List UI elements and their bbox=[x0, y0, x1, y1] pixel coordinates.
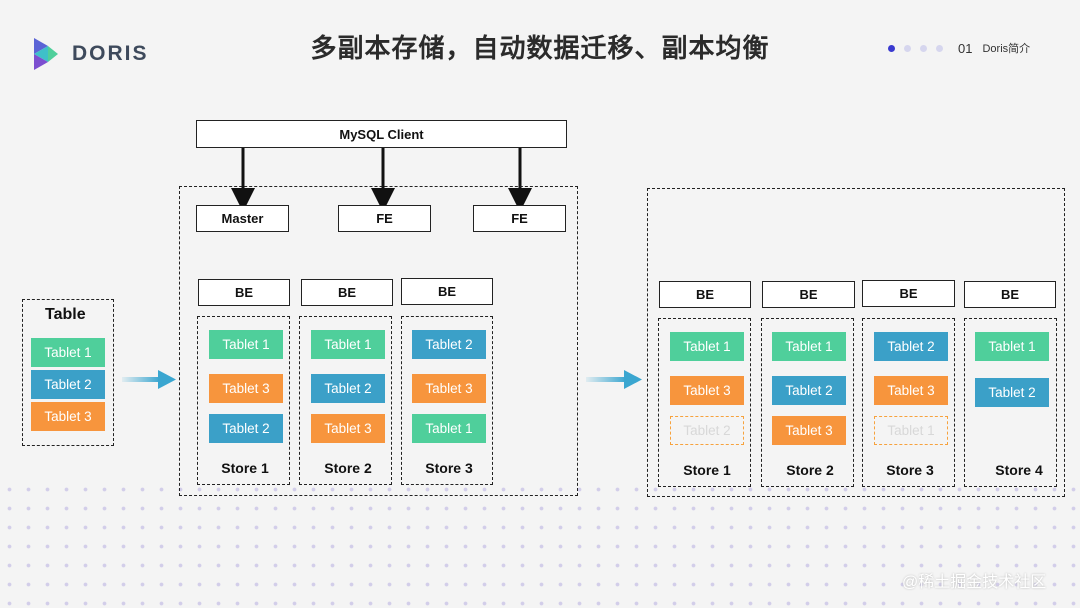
store-label: Store 2 bbox=[786, 462, 834, 478]
page-number: 01 bbox=[958, 40, 973, 56]
migrated-tablet-placeholder: Tablet 2 bbox=[670, 416, 744, 445]
doris-logo-icon bbox=[34, 38, 58, 70]
be-node: BE bbox=[862, 280, 955, 307]
store-tablet: Tablet 2 bbox=[975, 378, 1049, 407]
table-to-cluster-arrow bbox=[122, 370, 176, 389]
pager-dot[interactable] bbox=[888, 44, 895, 52]
store-container bbox=[862, 318, 955, 487]
store-tablet: Tablet 3 bbox=[209, 374, 283, 403]
store-tablet: Tablet 2 bbox=[772, 376, 846, 405]
store-label: Store 4 bbox=[995, 462, 1043, 478]
migrated-tablet-placeholder: Tablet 1 bbox=[874, 416, 948, 445]
store-tablet: Tablet 3 bbox=[670, 376, 744, 405]
cluster-left bbox=[179, 186, 578, 496]
store-label: Store 3 bbox=[425, 460, 473, 476]
table-container bbox=[22, 299, 114, 446]
page-title: 多副本存储，自动数据迁移、副本均衡 bbox=[310, 33, 770, 63]
store-tablet: Tablet 3 bbox=[412, 374, 486, 403]
store-tablet: Tablet 1 bbox=[412, 414, 486, 443]
store-tablet: Tablet 1 bbox=[670, 332, 744, 361]
page-label: Doris简介 bbox=[982, 43, 1031, 55]
store-tablet: Tablet 1 bbox=[311, 330, 385, 359]
store-tablet: Tablet 3 bbox=[874, 376, 948, 405]
be-node: BE bbox=[964, 281, 1056, 308]
store-label: Store 3 bbox=[886, 462, 934, 478]
store-container bbox=[401, 316, 493, 485]
table-tablet: Tablet 1 bbox=[31, 338, 105, 367]
store-tablet: Tablet 1 bbox=[975, 332, 1049, 361]
table-tablet: Tablet 3 bbox=[31, 402, 105, 431]
watermark: @稀土掘金技术社区 bbox=[902, 574, 1047, 591]
table-title: Table bbox=[45, 306, 86, 323]
doris-logo: DORIS bbox=[30, 34, 160, 74]
rebalance-arrow bbox=[586, 370, 642, 389]
pager-dot[interactable] bbox=[904, 44, 911, 52]
store-container bbox=[197, 316, 290, 485]
store-tablet: Tablet 2 bbox=[311, 374, 385, 403]
store-tablet: Tablet 2 bbox=[874, 332, 948, 361]
store-tablet: Tablet 2 bbox=[209, 414, 283, 443]
pager-dot[interactable] bbox=[936, 44, 943, 52]
store-tablet: Tablet 2 bbox=[412, 330, 486, 359]
logo-text: DORIS bbox=[72, 42, 149, 65]
fe-node: FE bbox=[338, 205, 431, 232]
be-node: BE bbox=[401, 278, 493, 305]
cluster-right bbox=[647, 188, 1065, 497]
mysql-client-box: MySQL Client bbox=[196, 120, 567, 148]
be-node: BE bbox=[198, 279, 290, 306]
store-label: Store 1 bbox=[683, 462, 731, 478]
pager: 01 Doris简介 bbox=[888, 40, 1030, 56]
be-node: BE bbox=[762, 281, 855, 308]
store-container bbox=[761, 318, 854, 487]
table-tablet: Tablet 2 bbox=[31, 370, 105, 399]
store-label: Store 2 bbox=[324, 460, 372, 476]
master-node: Master bbox=[196, 205, 289, 232]
store-container bbox=[299, 316, 392, 485]
dotted-background bbox=[0, 480, 1080, 608]
fe-node: FE bbox=[473, 205, 566, 232]
store-container bbox=[658, 318, 751, 487]
store-container bbox=[964, 318, 1057, 487]
pager-dot[interactable] bbox=[920, 44, 927, 52]
store-label: Store 1 bbox=[221, 460, 269, 476]
store-tablet: Tablet 3 bbox=[772, 416, 846, 445]
be-node: BE bbox=[301, 279, 393, 306]
store-tablet: Tablet 1 bbox=[772, 332, 846, 361]
be-node: BE bbox=[659, 281, 751, 308]
store-tablet: Tablet 1 bbox=[209, 330, 283, 359]
store-tablet: Tablet 3 bbox=[311, 414, 385, 443]
